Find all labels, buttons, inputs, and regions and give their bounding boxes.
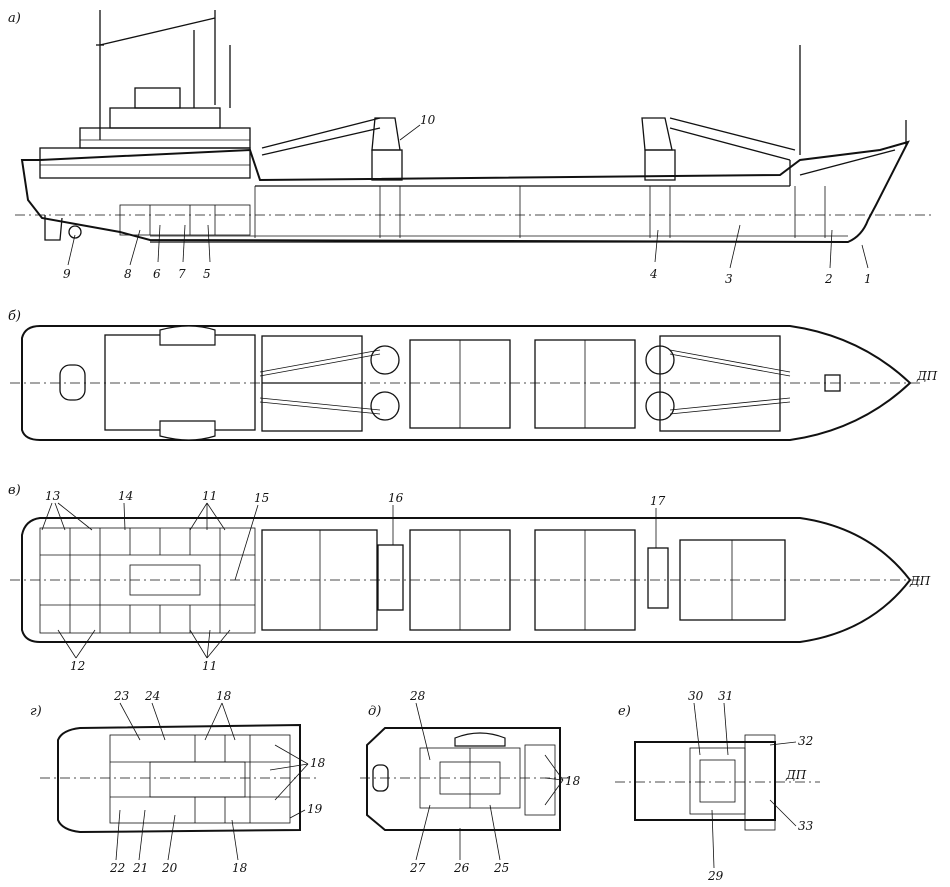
crane-aft (261, 117, 403, 181)
callout-7: 7 (178, 267, 186, 281)
lifeboat-port (159, 325, 216, 346)
callout-11-top: 11 (202, 489, 217, 503)
deck-d-rooms (419, 744, 556, 816)
deck-e-rooms (689, 734, 776, 831)
hatch-covers (261, 335, 781, 432)
propeller (68, 225, 82, 239)
callout-32: 32 (798, 734, 813, 748)
section-label-v: в) (8, 483, 21, 498)
callout-14: 14 (118, 489, 133, 503)
callout-4: 4 (649, 267, 658, 281)
callout-10: 10 (420, 113, 436, 127)
callout-23: 23 (113, 689, 130, 703)
callout-8: 8 (124, 267, 132, 281)
section-label-b: б) (8, 309, 21, 324)
callout-33: 33 (798, 819, 814, 833)
callout-18-top: 18 (216, 689, 232, 703)
crane-fore (641, 117, 796, 181)
upper-deck-outline (21, 325, 912, 441)
callout-17: 17 (650, 494, 666, 508)
callout-26: 26 (453, 861, 470, 875)
crane-base-2 (370, 391, 400, 421)
crane-base-3 (645, 345, 675, 375)
deck-d-boat (454, 732, 506, 747)
profile-callouts: 9 8 6 7 5 4 3 2 1 10 (63, 113, 872, 286)
superstructure-top (104, 334, 256, 431)
callout-3: 3 (725, 272, 733, 286)
callout-18-right: 18 (310, 756, 326, 770)
rudder (44, 215, 63, 241)
superstructure (39, 87, 251, 179)
callout-15: 15 (254, 491, 269, 505)
crane-base-4 (645, 391, 675, 421)
centerline-label-b: ДП (916, 369, 938, 383)
section-label-g: г) (30, 704, 42, 719)
callout-28: 28 (409, 689, 426, 703)
windlass (824, 374, 841, 392)
crane-foundation-16 (377, 544, 404, 611)
callout-2: 2 (824, 272, 833, 286)
centerline-label-e: ДП (785, 768, 807, 782)
callout-18-bottom: 18 (232, 861, 248, 875)
deck-g-rooms (109, 734, 291, 824)
deck-e-outline (634, 741, 776, 821)
callout-31: 31 (718, 689, 733, 703)
section-label-d: д) (368, 704, 381, 719)
section-label-a: а) (8, 11, 21, 26)
aft-boat (59, 364, 86, 401)
deck-g-callouts: 23 24 18 18 19 22 21 20 18 (109, 689, 326, 875)
callout-19: 19 (307, 802, 323, 816)
accommodation-cabins (39, 527, 256, 634)
callout-29: 29 (707, 869, 724, 883)
callout-11-bottom: 11 (202, 659, 217, 673)
masts (96, 10, 907, 155)
cargo-holds (261, 529, 786, 631)
deck-d-outline (366, 727, 561, 831)
callout-25: 25 (493, 861, 509, 875)
deck-plan-e: е) ДП 30 31 32 33 29 (615, 689, 820, 883)
centerline-label-v: ДП (909, 574, 931, 588)
callout-6: 6 (153, 267, 161, 281)
crane-base-1 (370, 345, 400, 375)
lifeboat-stbd (159, 420, 216, 441)
callout-24: 24 (144, 689, 160, 703)
main-deck-callouts: 13 14 11 15 16 17 12 11 (41, 489, 666, 673)
crane-foundation-17 (647, 547, 669, 609)
callout-13: 13 (45, 489, 61, 503)
main-deck-plan: в) ДП (8, 483, 931, 673)
callout-22: 22 (109, 861, 125, 875)
engine-room (119, 204, 251, 236)
deck-plan-d: д) 28 18 27 26 25 (360, 689, 581, 875)
callout-20: 20 (161, 861, 178, 875)
deck-e-callouts: 30 31 32 33 29 (688, 689, 814, 883)
upper-deck-plan: б) ДП (8, 309, 938, 441)
hold-bulkheads (254, 186, 826, 238)
callout-21: 21 (132, 861, 148, 875)
forecastle (789, 149, 896, 186)
deck-plan-g: г) 23 24 18 18 19 22 (30, 689, 326, 875)
callout-16: 16 (388, 491, 404, 505)
callout-5: 5 (203, 267, 211, 281)
main-deck-outline (21, 517, 912, 643)
callout-9: 9 (63, 267, 71, 281)
callout-12: 12 (70, 659, 85, 673)
crane-booms-stowed (259, 349, 791, 415)
section-label-e: е) (618, 704, 631, 719)
deck-d-callouts: 28 18 27 26 25 (409, 689, 581, 875)
side-profile-view: а) (8, 10, 935, 286)
callout-27: 27 (409, 861, 426, 875)
callout-30: 30 (688, 689, 704, 703)
deck-g-outline (57, 723, 301, 834)
callout-1: 1 (864, 272, 872, 286)
deck-d-winch (372, 764, 389, 792)
hull-outline (20, 140, 910, 244)
callout-18-d: 18 (565, 774, 581, 788)
